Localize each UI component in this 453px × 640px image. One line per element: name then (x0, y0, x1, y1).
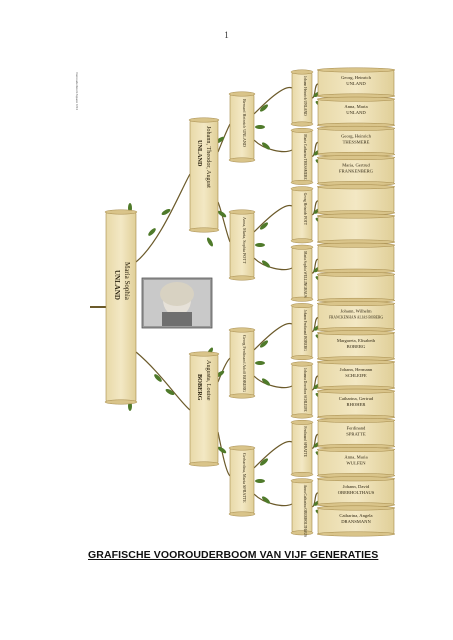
gen5-given-name: Ferdinand (347, 425, 366, 430)
gen3-name: Georg Ferdinand Adolf BOBERG (242, 335, 247, 392)
leaf-decoration (261, 142, 271, 150)
gen4-name: Maria Sophia WELLINGHAUS (303, 251, 307, 297)
main-given-name: Maria Sophia (123, 262, 131, 301)
mother-scroll-given-name: Augusta, Louise (205, 360, 212, 401)
gen5-given-name: Maria, Gertrud (342, 163, 370, 169)
gen5-given-name: Margareta, Elisabeth (337, 338, 376, 344)
gen3-scroll: Gerhardina, Maria SPRATTE (228, 445, 256, 517)
leaf-decoration (261, 260, 271, 268)
gen4-scroll: Maria Sophia WELLINGHAUS (290, 244, 314, 302)
leaf-decoration (148, 228, 156, 236)
gen5-surname: FRANCKENHAN ALIAS BOBERG (329, 316, 383, 320)
gen4-scroll: Ferdinand SPRATTE (290, 419, 314, 477)
leaf-decoration (255, 479, 265, 483)
gen3-name: Anna, Maria, Sophia POTT (241, 217, 247, 264)
gen4-scroll: Johanna Dorothea SCHLEIFE (290, 361, 314, 419)
gen5-given-name: Johann, Wilhelm (340, 309, 372, 315)
gen5-surname: UNLAND (346, 81, 366, 86)
gen5-given-name: Anna, Maria (344, 455, 367, 461)
leaf-decoration (161, 208, 171, 216)
gen4-scroll: Anna Catharina OBERHOLTHAUS (290, 478, 314, 537)
gen4-scroll: Johann Ferdinand BOBERG (290, 303, 314, 361)
gen5-surname: OBERHOLTHAUS (338, 490, 375, 495)
gen5-surname: FRANKENBERG (339, 169, 374, 174)
leaf-decoration (255, 125, 265, 129)
gen5-surname: UNLAND (346, 110, 366, 115)
gen4-scroll: Georg Heinrich POTT (290, 186, 314, 244)
gen5-surname: DRANSMANN (341, 519, 371, 524)
leaf-decoration (259, 104, 269, 112)
gen5-given-name: Anna, Maria (344, 104, 367, 110)
father-scroll-given-name: Johann, Theodor, August (205, 126, 212, 188)
gen3-name: Gerhardina, Maria SPRATTE (241, 453, 247, 503)
leaf-decoration (259, 222, 269, 230)
gen3-scroll: Bernard Heinrich UNLAND (228, 91, 256, 163)
main-surname: UNLAND (113, 270, 121, 300)
gen5-given-name: Johann, David (343, 484, 370, 490)
gen5-given-name: Johann, Hermann (340, 367, 373, 373)
gen4-name: Georg Heinrich POTT (303, 193, 307, 226)
gen4-name: Ferdinand SPRATTE (303, 426, 307, 457)
gen4-name: Maria Catharina THESSMERE (303, 134, 307, 180)
gen5-scroll (316, 242, 396, 274)
credits-text: Voorouderboom fopaco 6.54 (75, 72, 79, 110)
gen3-name: Bernard Heinrich UNLAND (242, 99, 247, 147)
gen5-scroll (316, 271, 396, 303)
gen5-surname: WULFEN (346, 461, 366, 466)
gen5-surname: SCHLEIFE (345, 373, 367, 378)
leaf-decoration (255, 243, 265, 247)
leaf-decoration (154, 374, 162, 382)
gen3-scroll: Anna, Maria, Sophia POTT (228, 209, 256, 281)
gen5-given-name: Catharina, Gertrud (339, 396, 374, 402)
leaf-decoration (165, 388, 175, 396)
gen5-surname: RHOHER (347, 402, 367, 407)
leaf-decoration (259, 458, 269, 466)
gen5-surname: THESSMERE (343, 139, 370, 144)
leaf-decoration (261, 378, 271, 386)
page-number: 1 (224, 30, 229, 40)
portrait-photo (141, 277, 213, 329)
gen4-name: Anna Catharina OBERHOLTHAUS (303, 485, 307, 537)
gen5-given-name: Georg, Heinrich (341, 133, 371, 139)
gen4-name: Johanna Dorothea SCHLEIFE (303, 368, 307, 413)
leaf-decoration (261, 496, 271, 504)
gen5-given-name: Catharina, Angela (339, 513, 372, 519)
gen5-scroll (316, 184, 396, 216)
gen5-surname: SPRATTE (346, 431, 366, 436)
gen5-scroll (316, 213, 396, 245)
gen4-scroll: Johann Heinrich UNLAND (290, 69, 314, 127)
gen4-name: Johann Heinrich UNLAND (303, 76, 307, 116)
gen4-scroll: Maria Catharina THESSMERE (290, 127, 314, 185)
leaf-decoration (217, 446, 227, 454)
gen3-scroll: Georg Ferdinand Adolf BOBERG (228, 327, 256, 399)
gen5-surname: BOBERG (347, 344, 366, 349)
leaf-decoration (217, 210, 227, 218)
mother-scroll-surname: BOBERG (196, 374, 203, 401)
father-scroll-surname: UNLAND (196, 140, 203, 167)
gen4-name: Johann Ferdinand BOBERG (303, 310, 307, 352)
gen5-given-name: Georg, Heinrich (341, 75, 371, 81)
caption: GRAFISCHE VOOROUDERBOOM VAN VIJF GENERAT… (88, 549, 379, 561)
leaf-decoration (259, 340, 269, 348)
leaf-decoration (255, 361, 265, 365)
leaf-decoration (206, 237, 214, 247)
